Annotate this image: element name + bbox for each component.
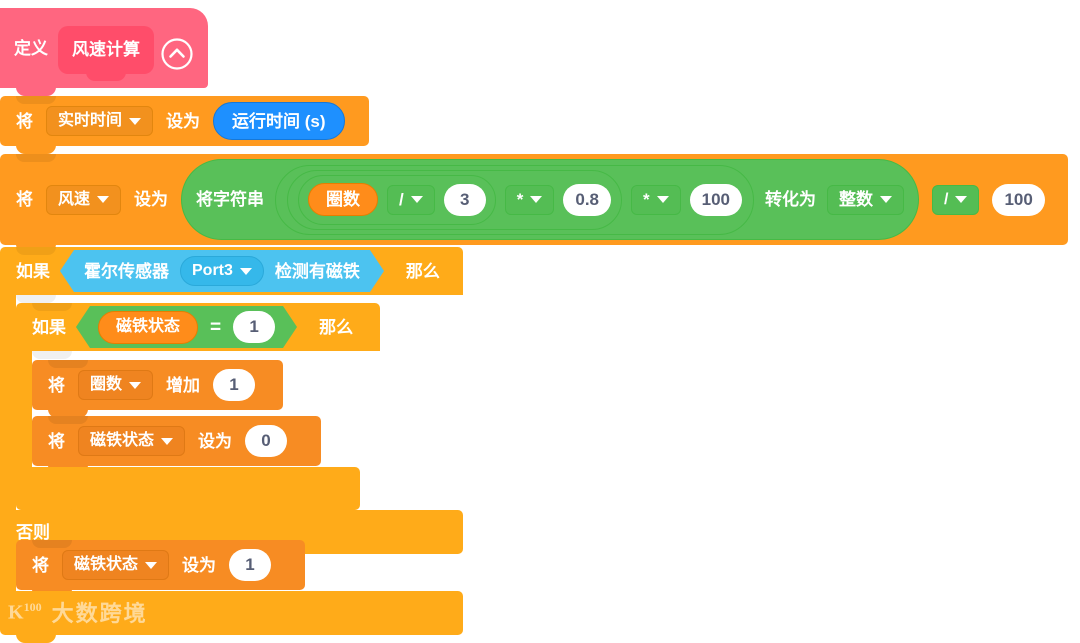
else-keyword-label: 否则	[16, 522, 50, 542]
convert-right-label: 转化为	[765, 190, 817, 209]
variable-dropdown-magnet-state[interactable]: 磁铁状态	[62, 550, 170, 580]
chevron-down-icon	[161, 437, 174, 445]
operator-multiply-08-block[interactable]: 圈数 / 3 * 0.8	[287, 169, 623, 230]
if-else-block-hall-arm-1	[0, 295, 56, 510]
if-block-magnet-header[interactable]: 如果 磁铁状态 = 1 那么	[16, 303, 380, 351]
variable-name-label: 磁铁状态	[74, 556, 139, 573]
if-block-magnet-footer[interactable]	[16, 467, 360, 518]
set-prefix-label: 将	[16, 190, 33, 209]
sensing-hall-sensor-condition[interactable]: 霍尔传感器 Port3 检测有磁铁	[60, 250, 384, 292]
chevron-down-icon	[129, 117, 142, 125]
set-prefix-label: 将	[48, 431, 65, 451]
then-keyword-label: 那么	[405, 261, 440, 281]
port-label: Port3	[192, 262, 233, 279]
set-prefix-label: 将	[16, 111, 33, 131]
chevron-down-icon	[145, 561, 158, 569]
number-input-set-value[interactable]: 1	[229, 549, 272, 581]
operator-symbol-label: *	[516, 190, 524, 209]
port-dropdown[interactable]: Port3	[180, 256, 264, 286]
chevron-down-icon	[880, 196, 893, 203]
number-input-set-value[interactable]: 0	[245, 425, 288, 457]
chevron-down-icon	[955, 196, 968, 203]
change-variable-block-laps[interactable]: 将 圈数 增加 1	[32, 360, 283, 418]
variable-name-label: 实时时间	[58, 112, 123, 129]
chevron-down-icon	[410, 196, 423, 203]
procedure-prototype	[58, 26, 154, 81]
set-variable-block-windspeed[interactable]: 将 风速 设为 将字符串 圈数 / 3	[0, 154, 1068, 253]
operator-string-convert-block[interactable]: 将字符串 圈数 / 3 *	[181, 159, 920, 240]
change-connector-label: 增加	[166, 375, 201, 395]
define-hat-block[interactable]: 定义 风速计算	[0, 8, 208, 96]
variable-name-label: 磁铁状态	[90, 432, 155, 449]
operator-dropdown-multiply-100[interactable]: *	[631, 184, 681, 215]
convert-target-label: 整数	[839, 190, 874, 209]
operator-symbol-label: /	[944, 190, 949, 208]
variable-reporter-label: 磁铁状态	[116, 318, 181, 335]
number-input-tail-100[interactable]: 100	[992, 183, 1045, 216]
variable-dropdown-magnet-state[interactable]: 磁铁状态	[78, 426, 186, 456]
hat-bottom-notch	[16, 87, 56, 96]
variable-reporter-magnet-state[interactable]: 磁铁状态	[98, 310, 199, 344]
define-keyword: 定义	[14, 39, 48, 58]
variable-dropdown-windspeed[interactable]: 风速	[46, 184, 122, 215]
set-variable-block-realtime[interactable]: 将 实时时间 设为 运行时间 (s)	[0, 96, 369, 154]
convert-target-dropdown[interactable]: 整数	[827, 184, 905, 215]
chevron-up-circle-icon[interactable]	[160, 37, 194, 71]
procedure-name-label: 风速计算	[72, 40, 140, 59]
if-keyword-label: 如果	[32, 317, 66, 337]
chevron-down-icon	[239, 267, 252, 275]
set-connector-label: 设为	[166, 111, 201, 131]
operator-equals-condition[interactable]: 磁铁状态 = 1	[75, 306, 298, 348]
number-input-100[interactable]: 100	[689, 183, 743, 216]
variable-reporter-laps[interactable]: 圈数	[308, 183, 379, 216]
operator-symbol-label: *	[643, 190, 650, 209]
chevron-down-icon	[97, 196, 110, 203]
operator-symbol-label: /	[399, 190, 404, 209]
number-input-3[interactable]: 3	[443, 183, 486, 216]
set-variable-block-magnet-one[interactable]: 将 磁铁状态 设为 1	[16, 540, 305, 598]
variable-name-label: 风速	[58, 190, 91, 208]
sensing-reporter-runtime[interactable]: 运行时间 (s)	[213, 102, 345, 140]
operator-dropdown-multiply-08[interactable]: *	[504, 184, 555, 215]
detect-magnet-label: 检测有磁铁	[274, 261, 360, 281]
set-prefix-label: 将	[32, 555, 49, 575]
set-variable-block-magnet-zero[interactable]: 将 磁铁状态 设为 0	[32, 416, 321, 474]
number-input-equals-right[interactable]: 1	[233, 311, 276, 343]
variable-reporter-label: 圈数	[326, 190, 361, 209]
variable-dropdown-realtime[interactable]: 实时时间	[46, 106, 154, 136]
convert-left-label: 将字符串	[196, 190, 265, 209]
operator-dropdown-divide[interactable]: /	[387, 184, 435, 215]
change-prefix-label: 将	[48, 375, 65, 395]
if-else-block-hall-header[interactable]: 如果 霍尔传感器 Port3 检测有磁铁 那么	[0, 247, 463, 295]
variable-name-label: 圈数	[90, 376, 123, 393]
chevron-down-icon	[530, 196, 543, 203]
variable-dropdown-laps[interactable]: 圈数	[78, 370, 154, 400]
hall-sensor-label: 霍尔传感器	[84, 261, 169, 281]
reporter-label: 运行时间 (s)	[232, 111, 326, 131]
then-keyword-label: 那么	[319, 317, 354, 337]
chevron-down-icon	[129, 381, 142, 389]
operator-divide-3-block[interactable]: 圈数 / 3	[298, 174, 496, 225]
equals-symbol-label: =	[210, 316, 222, 338]
set-connector-label: 设为	[198, 431, 233, 451]
set-connector-label: 设为	[182, 555, 217, 575]
if-keyword-label: 如果	[16, 261, 50, 281]
if-else-block-hall-footer[interactable]	[0, 591, 463, 643]
if-block-magnet-arm	[16, 351, 72, 467]
number-input-change-amount[interactable]: 1	[213, 369, 256, 401]
chevron-down-icon	[656, 196, 669, 203]
number-input-08[interactable]: 0.8	[563, 183, 612, 216]
operator-multiply-100-block[interactable]: 圈数 / 3 * 0.8 * 100	[275, 164, 755, 235]
set-connector-label: 设为	[134, 190, 169, 209]
operator-dropdown-divide-tail[interactable]: /	[932, 184, 980, 215]
